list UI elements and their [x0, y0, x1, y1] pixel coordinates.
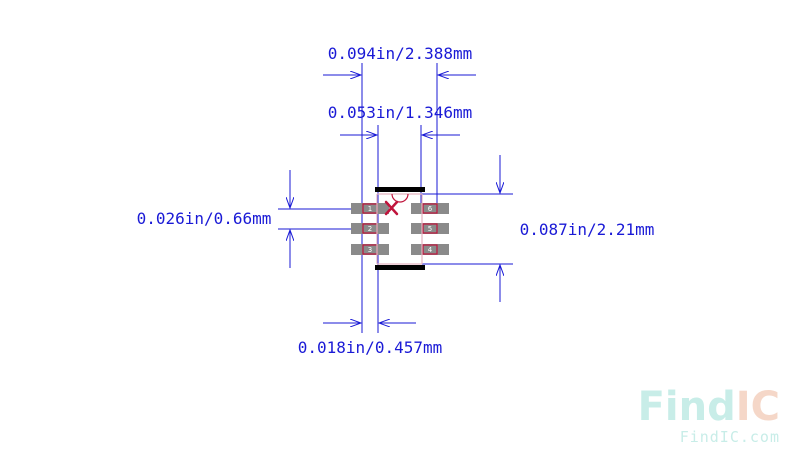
- pad-6: [411, 203, 449, 214]
- pin-label-5: 5: [428, 225, 432, 233]
- dim-pitch-label: 0.026in/0.66mm: [137, 209, 272, 228]
- watermark-logo: FindIC: [638, 384, 780, 430]
- findic-watermark: FindIC FindIC.com: [638, 384, 780, 446]
- watermark-logo-ic: IC: [736, 384, 780, 430]
- dim-pad-width-label: 0.018in/0.457mm: [298, 338, 443, 357]
- pad-2: [351, 223, 389, 234]
- pad-1: [351, 203, 389, 214]
- pin-label-4: 4: [428, 246, 433, 254]
- pin-label-1: 1: [368, 205, 372, 213]
- watermark-site: FindIC.com: [680, 428, 780, 446]
- outline-pad-5: [422, 223, 438, 234]
- package-outline: [362, 193, 438, 265]
- pin1-marker: [384, 200, 399, 216]
- pad-5: [411, 223, 449, 234]
- pin-labels: 1 2 3 4 5 6: [368, 205, 433, 254]
- dim-pad-span-label: 0.053in/1.346mm: [328, 103, 473, 122]
- watermark-logo-find: Find: [638, 384, 736, 430]
- pin1-marker-stroke-b: [384, 200, 399, 216]
- body-bottom-edge: [375, 265, 425, 270]
- body-top-edge: [375, 187, 425, 192]
- package-body: [375, 187, 425, 270]
- outline-pad-6: [422, 203, 438, 214]
- pad-3: [351, 244, 389, 255]
- pin-label-3: 3: [368, 246, 372, 254]
- dimension-arrows: [290, 75, 500, 323]
- dim-overall-width-label: 0.094in/2.388mm: [328, 44, 473, 63]
- pads: [351, 203, 449, 255]
- pin-label-2: 2: [368, 225, 372, 233]
- pin1-notch-arc: [391, 193, 409, 203]
- outline-pad-4: [422, 244, 438, 255]
- dimension-labels: 0.094in/2.388mm 0.053in/1.346mm 0.026in/…: [137, 44, 655, 357]
- dim-body-height-label: 0.087in/2.21mm: [520, 220, 655, 239]
- pin-label-6: 6: [428, 205, 433, 213]
- pad-4: [411, 244, 449, 255]
